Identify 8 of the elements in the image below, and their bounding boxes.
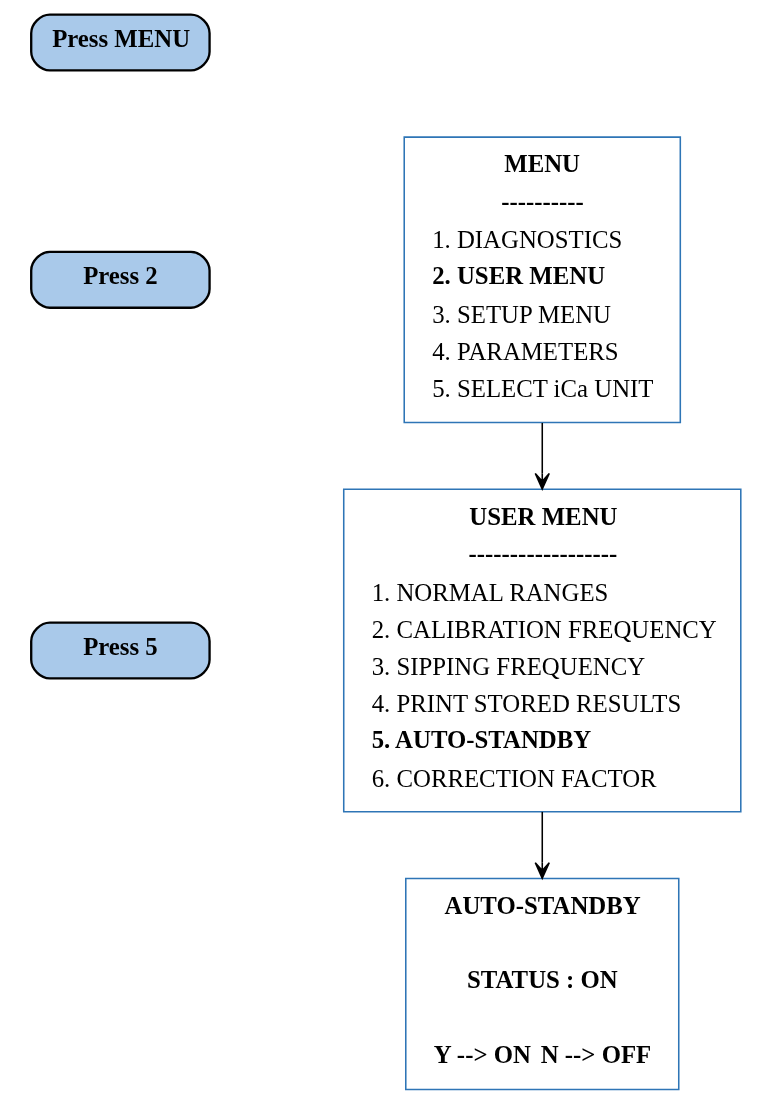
node-box: Press 5 <box>30 621 211 680</box>
arrow <box>534 422 550 490</box>
node-box: MENU ---------- 1. DIAGNOSTICS 2. USER MENU 3. SETUP MENU 4. PARAMETERS 5. SELECT iCa UNIT <box>403 136 682 424</box>
node-box: Press 2 <box>30 250 211 309</box>
node-box: AUTO-STANDBY STATUS : ON Y --> ON N --> OFF <box>405 877 680 1091</box>
arrow <box>534 811 550 880</box>
node-box: USER MENU ------------------ 1. NORMAL RANGES 2. CALIBRATION FREQUENCY 3. SIPPING FREQUENCY 4. PRINT STORED RESULTS 5. AUTO-STANDBY 6. CORRECTION FACTOR <box>342 488 742 813</box>
node-box: Press MENU <box>30 13 211 72</box>
